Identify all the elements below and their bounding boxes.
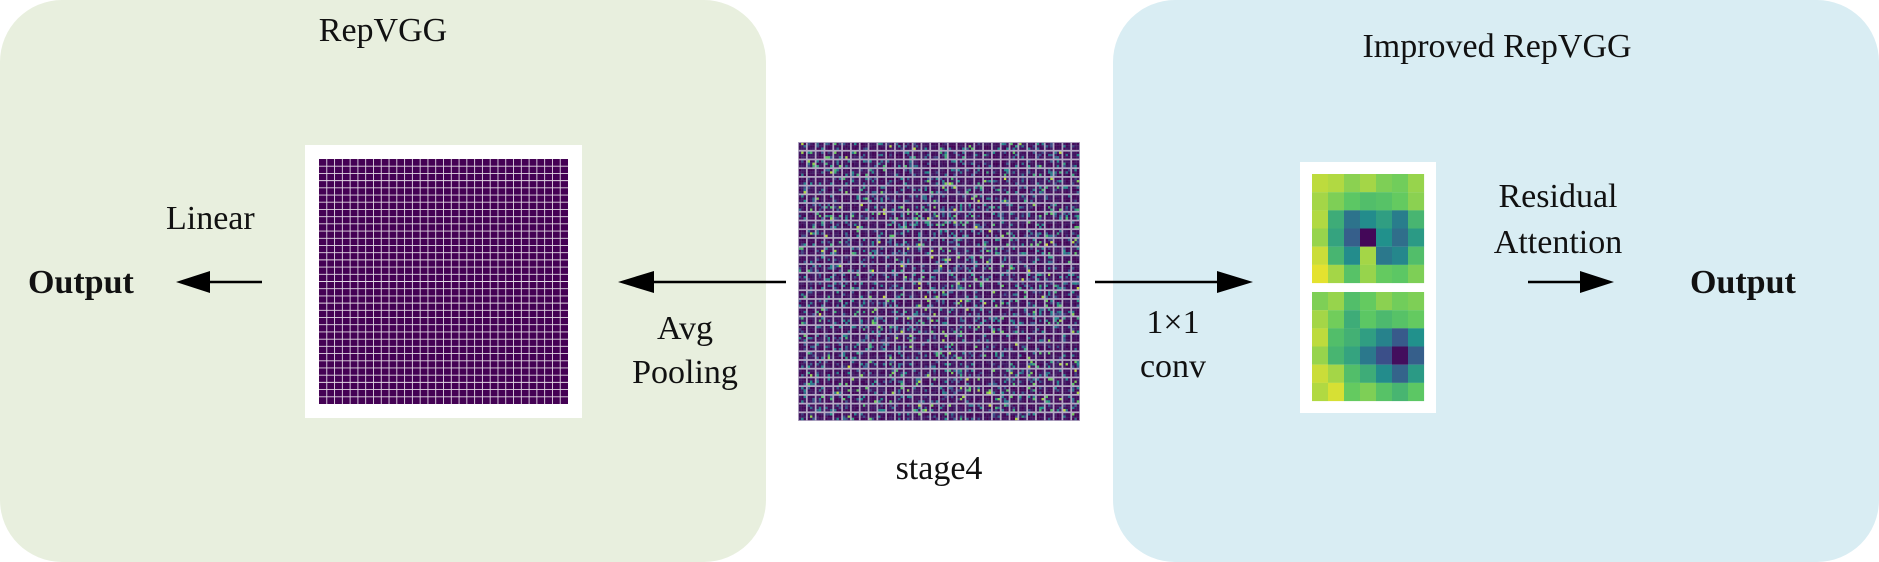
pooling-label: Pooling (632, 354, 738, 391)
arrow-attention-to-output (1528, 267, 1614, 297)
output-label-right: Output (1690, 264, 1796, 301)
avg-pooled-map-frame (305, 145, 582, 418)
avg-label: Avg (656, 310, 714, 347)
conv-1x1-label: 1×1 (1146, 304, 1200, 341)
stage4-label: stage4 (895, 450, 983, 487)
stage4-feature-map (798, 142, 1080, 421)
avg-pooled-map (319, 159, 568, 404)
residual-label: Residual (1498, 178, 1618, 215)
attention-heatmaps (1312, 174, 1425, 402)
attention-maps-frame (1300, 162, 1436, 413)
attention-heatmap-2 (1312, 292, 1425, 402)
conv-label: conv (1139, 348, 1207, 385)
output-label-left: Output (28, 264, 134, 301)
arrow-stage4-to-conv (1095, 267, 1253, 297)
improved-repvgg-title: Improved RepVGG (1362, 28, 1632, 65)
attention-heatmap-1 (1312, 174, 1425, 284)
arrow-linear-to-output (176, 267, 262, 297)
arrow-stage4-to-avg-pooling (618, 267, 786, 297)
linear-label: Linear (166, 200, 255, 237)
repvgg-title: RepVGG (318, 12, 448, 49)
attention-label: Attention (1493, 224, 1623, 261)
